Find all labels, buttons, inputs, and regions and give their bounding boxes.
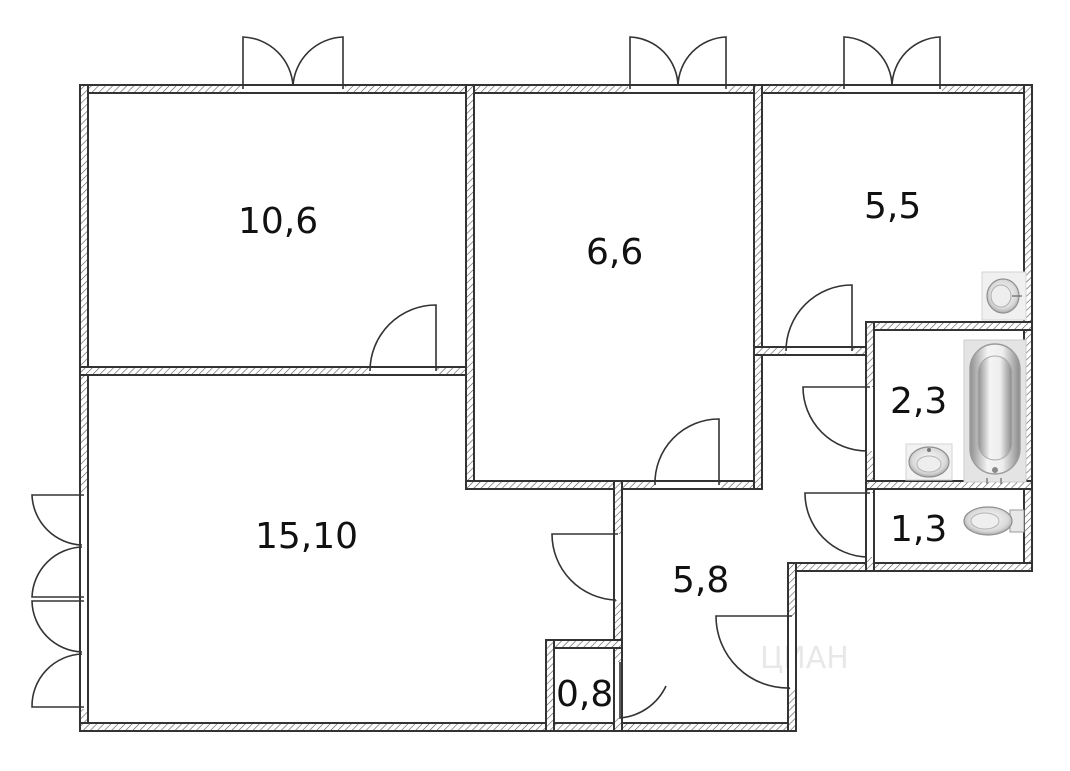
room-area-label: 1,3 (890, 509, 947, 550)
room-area-label: 0,8 (556, 674, 613, 715)
room-area-label: 15,10 (255, 516, 358, 557)
wall-openings (81, 86, 942, 718)
room-area-label: 6,6 (586, 232, 643, 273)
bathtub-icon (963, 339, 1027, 484)
room-area-label: 2,3 (890, 381, 947, 422)
interior-doors (369, 284, 870, 719)
room-labels: 10,6 6,6 5,5 15,10 5,8 2,3 1,3 0,8 (238, 186, 947, 715)
sink-icon-bathroom (905, 443, 953, 481)
room-area-label: 5,5 (864, 186, 921, 227)
sink-icon-room (981, 271, 1027, 321)
balcony-doors-left (31, 494, 84, 708)
toilet-icon (963, 506, 1025, 536)
room-area-label: 5,8 (672, 560, 729, 601)
window-doors-top (242, 36, 941, 89)
room-area-label: 10,6 (238, 201, 318, 242)
watermark: ЦИАН (760, 641, 849, 676)
